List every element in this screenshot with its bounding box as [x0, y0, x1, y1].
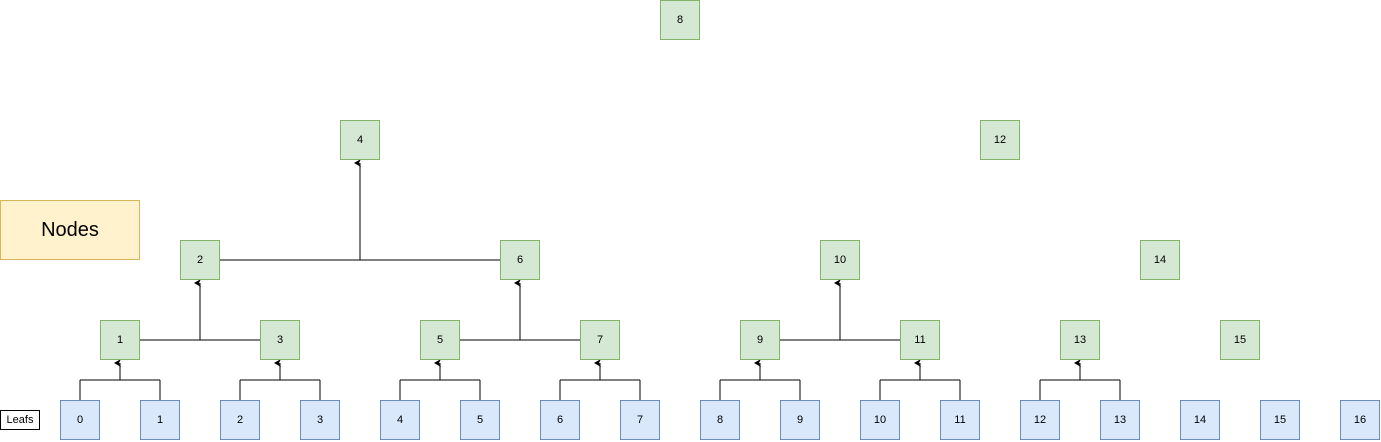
leaf-label-0: 0	[76, 414, 84, 426]
leaf-label-12: 12	[1033, 414, 1047, 426]
edge-group	[79, 159, 1121, 400]
node-label-2: 2	[196, 254, 204, 266]
leaf-box-15: 15	[1260, 400, 1300, 440]
leaf-box-5: 5	[460, 400, 500, 440]
node-box-5: 5	[420, 320, 460, 360]
node-box-11: 11	[900, 320, 940, 360]
node-box-8: 8	[660, 0, 700, 40]
leaf-label-9: 9	[796, 414, 804, 426]
node-box-7: 7	[580, 320, 620, 360]
node-box-14: 14	[1140, 240, 1180, 280]
leaf-label-1: 1	[156, 414, 164, 426]
leaf-label-13: 13	[1113, 414, 1127, 426]
leaf-box-8: 8	[700, 400, 740, 440]
leaf-label-5: 5	[476, 414, 484, 426]
leaf-label-8: 8	[716, 414, 724, 426]
leaf-box-1: 1	[140, 400, 180, 440]
node-label-8: 8	[676, 14, 684, 26]
node-label-4: 4	[356, 134, 364, 146]
node-label-14: 14	[1153, 254, 1167, 266]
node-box-4: 4	[340, 120, 380, 160]
node-box-1: 1	[100, 320, 140, 360]
node-box-10: 10	[820, 240, 860, 280]
leaf-label-4: 4	[396, 414, 404, 426]
node-box-9: 9	[740, 320, 780, 360]
nodes-legend-label: Nodes	[41, 218, 99, 241]
leafs-legend: Leafs	[0, 410, 40, 430]
leaf-box-6: 6	[540, 400, 580, 440]
leafs-legend-label: Leafs	[6, 414, 34, 426]
node-box-12: 12	[980, 120, 1020, 160]
node-box-3: 3	[260, 320, 300, 360]
node-box-6: 6	[500, 240, 540, 280]
node-label-11: 11	[914, 334, 926, 346]
leaf-box-12: 12	[1020, 400, 1060, 440]
node-label-13: 13	[1073, 334, 1087, 346]
node-label-10: 10	[833, 254, 847, 266]
leaf-label-15: 15	[1273, 414, 1287, 426]
leaf-box-4: 4	[380, 400, 420, 440]
leaf-box-3: 3	[300, 400, 340, 440]
leaf-box-11: 11	[940, 400, 980, 440]
node-label-3: 3	[276, 334, 284, 346]
node-label-6: 6	[516, 254, 524, 266]
node-label-5: 5	[436, 334, 444, 346]
leaf-box-0: 0	[60, 400, 100, 440]
leaf-box-16: 16	[1340, 400, 1380, 440]
leaf-label-14: 14	[1193, 414, 1207, 426]
node-label-1: 1	[116, 334, 124, 346]
leaf-box-7: 7	[620, 400, 660, 440]
leaf-box-10: 10	[860, 400, 900, 440]
leaf-label-10: 10	[873, 414, 887, 426]
leaf-box-9: 9	[780, 400, 820, 440]
node-box-13: 13	[1060, 320, 1100, 360]
leaf-box-13: 13	[1100, 400, 1140, 440]
leaf-label-6: 6	[556, 414, 564, 426]
leaf-label-7: 7	[636, 414, 644, 426]
node-box-15: 15	[1220, 320, 1260, 360]
node-label-7: 7	[596, 334, 604, 346]
node-label-9: 9	[756, 334, 764, 346]
nodes-legend: Nodes	[0, 200, 140, 260]
node-box-2: 2	[180, 240, 220, 280]
leaf-label-11: 11	[954, 414, 966, 426]
node-label-12: 12	[993, 134, 1007, 146]
node-label-15: 15	[1233, 334, 1247, 346]
leaf-label-3: 3	[316, 414, 324, 426]
leaf-box-14: 14	[1180, 400, 1220, 440]
leaf-label-2: 2	[236, 414, 244, 426]
leaf-box-2: 2	[220, 400, 260, 440]
leaf-label-16: 16	[1353, 414, 1367, 426]
